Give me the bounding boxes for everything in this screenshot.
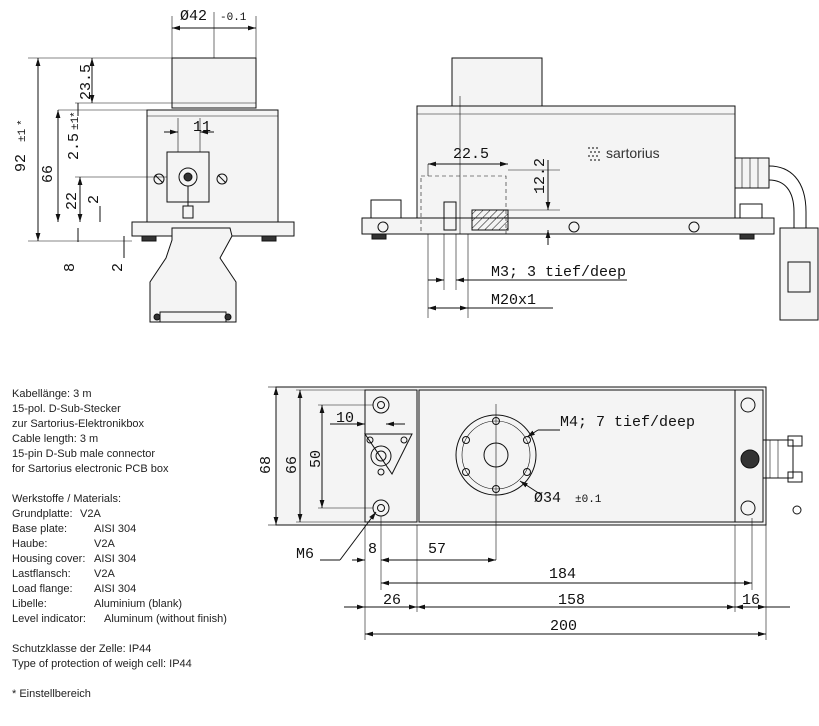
dim-23-5: 23.5	[78, 64, 95, 100]
dim-2a: 2	[86, 195, 103, 204]
thread-m6: M6	[296, 546, 314, 563]
flange-diameter: Ø34	[534, 490, 561, 507]
material-row: Load flange:AISI 304	[12, 583, 137, 595]
material-row: Haube:V2A	[12, 538, 115, 550]
cable-note-2: 15-pol. D-Sub-Stecker	[12, 403, 121, 415]
material-row: Base plate:AISI 304	[12, 523, 137, 535]
material-row: Level indicator:Aluminum (without finish…	[12, 613, 227, 625]
dim-184: 184	[549, 566, 576, 583]
load-flange-side	[451, 57, 543, 107]
thread-m20: M20x1	[491, 292, 536, 309]
dim-66-plan: 66	[284, 456, 301, 474]
base-plate-side	[361, 217, 775, 235]
base-plate-top	[275, 386, 767, 526]
dim-68: 68	[258, 456, 275, 474]
sartorius-logo: sartorius	[588, 145, 660, 161]
dim-158: 158	[558, 592, 585, 609]
top-view: M4; 7 tief/deep Ø34 ±0.1 68 66 50 10 M6 …	[258, 386, 803, 640]
dim-22-5: 22.5	[453, 146, 489, 163]
dim-2-5-star: *	[70, 111, 82, 118]
dsub-plug-side	[779, 227, 819, 321]
housing-front	[146, 109, 279, 223]
cable-note-5: 15-pin D-Sub male connector	[12, 448, 156, 460]
dim-66-side: 66	[40, 165, 57, 183]
thread-m3: M3; 3 tief/deep	[491, 264, 626, 281]
material-row: Lastflansch:V2A	[12, 568, 115, 580]
dim-57: 57	[428, 541, 446, 558]
footnote: * Einstellbereich	[12, 688, 91, 700]
dim-11: 11	[193, 119, 211, 136]
material-row: Housing cover:AISI 304	[12, 553, 137, 565]
protection-de: Schutzklasse der Zelle: IP44	[12, 643, 152, 655]
cable-note-4: Cable length: 3 m	[12, 433, 99, 445]
dim-top-diameter-tol: -0.1	[220, 12, 247, 24]
dim-50: 50	[308, 450, 325, 468]
material-row: Libelle:Aluminium (blank)	[12, 598, 183, 610]
cable-note-1: Kabellänge: 3 m	[12, 388, 92, 400]
dim-200: 200	[550, 618, 577, 635]
cable-note-3: zur Sartorius-Elektronikbox	[12, 418, 145, 430]
load-flange	[171, 57, 257, 109]
dim-22: 22	[64, 192, 81, 210]
notes-block: Kabellänge: 3 m 15-pol. D-Sub-Stecker zu…	[12, 387, 227, 702]
dim-2b: 2	[110, 263, 127, 272]
dim-8-plan: 8	[368, 541, 377, 558]
dim-2-5: 2.5	[66, 133, 83, 160]
materials-title: Werkstoffe / Materials:	[12, 493, 122, 505]
dim-92-tol: ±1	[17, 128, 29, 142]
dim-top-diameter: Ø42	[180, 8, 207, 25]
brand-name: sartorius	[606, 145, 660, 161]
dim-92: 92	[13, 154, 30, 172]
dim-16: 16	[742, 592, 760, 609]
side-view: sartorius 22.5 12.2 M3; 3 tief/deep M20x…	[361, 57, 819, 321]
flange-diameter-tol: ±0.1	[575, 494, 602, 506]
dsub-plug	[149, 227, 237, 323]
dim-26: 26	[383, 592, 401, 609]
dim-8: 8	[62, 263, 79, 272]
protection-en: Type of protection of weigh cell: IP44	[12, 658, 192, 670]
cable-note-6: for Sartorius electronic PCB box	[12, 463, 169, 475]
dim-2-5-tol: ±1	[70, 116, 82, 130]
front-view: Ø42 -0.1 92 ±1 * 66 23.5 2.5 ±1 * 22 2 8…	[13, 8, 295, 323]
thread-m4: M4; 7 tief/deep	[560, 414, 695, 431]
material-row: Grundplatte:V2A	[12, 508, 101, 520]
dim-10: 10	[336, 410, 354, 427]
dim-12-2: 12.2	[532, 158, 549, 194]
dim-92-star: *	[17, 119, 29, 126]
